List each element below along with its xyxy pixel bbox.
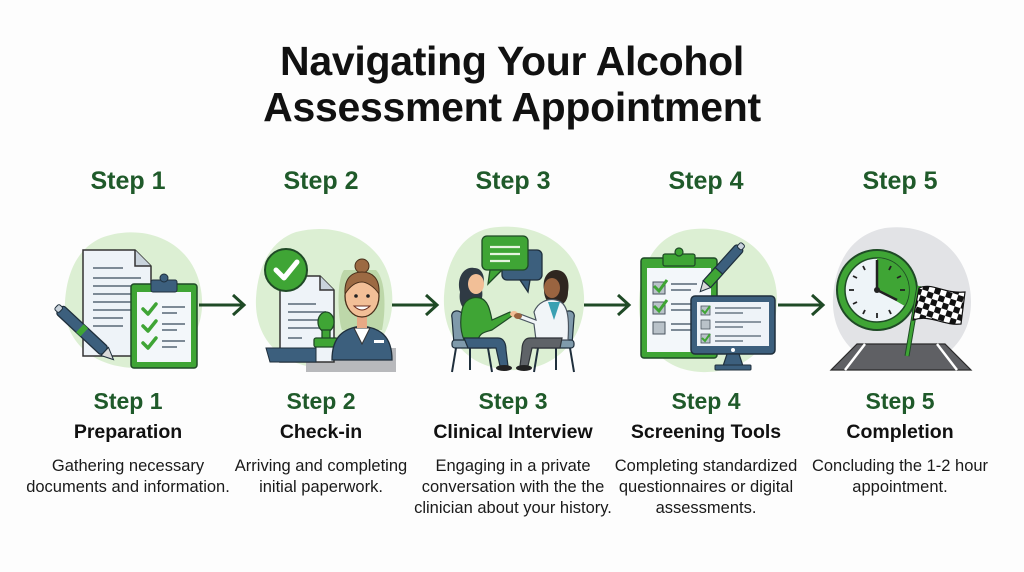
conversation-clinician-icon <box>438 220 588 375</box>
step-description: Gathering necessary documents and inform… <box>26 457 230 496</box>
receptionist-stamp-document-icon <box>246 220 396 375</box>
step-name: Clinical Interview <box>433 421 593 443</box>
step-bottom-label: Step 5 <box>865 388 935 414</box>
arrow-right-icon <box>197 292 247 318</box>
step-name: Check-in <box>279 421 363 443</box>
documents-clipboard-pen-icon <box>53 220 203 375</box>
page-title: Navigating Your Alcohol Assessment Appoi… <box>0 38 1024 130</box>
step-description: Arriving and completing initial paperwor… <box>234 457 408 496</box>
arrow-right-icon <box>582 292 632 318</box>
step-description: Concluding the 1-2 hour appointment. <box>811 457 989 496</box>
step-bottom-label: Step 1 <box>93 388 163 414</box>
step-top-label: Step 4 <box>668 167 744 195</box>
step-name: Preparation <box>73 421 183 443</box>
step-description: Completing standardized questionnaires o… <box>614 457 798 517</box>
checklist-monitor-icon <box>631 220 781 375</box>
step-top-label: Step 1 <box>90 167 166 195</box>
step-bottom-label: Step 3 <box>478 388 548 414</box>
step-description: Engaging in a private conversation with … <box>414 457 612 517</box>
arrow-right-icon <box>390 292 440 318</box>
step-bottom-label: Step 4 <box>671 388 741 414</box>
title-line-1: Navigating Your Alcohol <box>280 38 744 84</box>
step-name: Screening Tools <box>630 421 782 443</box>
step-name: Completion <box>846 421 954 443</box>
step-top-label: Step 3 <box>475 167 551 195</box>
title-line-2: Assessment Appointment <box>263 84 761 130</box>
arrow-right-icon <box>776 292 826 318</box>
step-top-label: Step 2 <box>283 167 359 195</box>
step-bottom-label: Step 2 <box>286 388 356 414</box>
step-top-label: Step 5 <box>862 167 938 195</box>
clock-finish-flag-icon <box>825 220 975 375</box>
